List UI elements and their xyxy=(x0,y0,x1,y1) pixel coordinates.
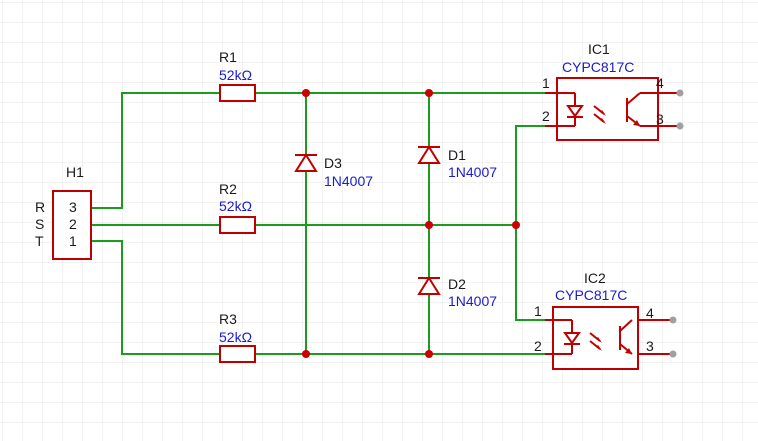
ic2-pin-1: 1 xyxy=(534,303,542,319)
ic1-pin-3: 3 xyxy=(656,111,664,127)
d3-part: 1N4007 xyxy=(324,173,373,189)
connector-side-label-s: S xyxy=(35,216,44,232)
r2-value: 52kΩ xyxy=(219,198,252,214)
ic1-part: CYPC817C xyxy=(562,59,634,75)
diode-d2[interactable] xyxy=(417,276,441,295)
ic1-pin-1: 1 xyxy=(542,75,550,91)
connector-h1-body[interactable] xyxy=(52,190,92,260)
junction-dot xyxy=(425,221,433,229)
ic2-ref: IC2 xyxy=(584,270,606,286)
r1-value: 52kΩ xyxy=(219,67,252,83)
wire-h1-pin3 xyxy=(91,92,220,209)
resistor-bodies xyxy=(219,84,256,363)
r3-value: 52kΩ xyxy=(219,329,252,345)
d1-ref: D1 xyxy=(448,147,466,163)
d2-ref: D2 xyxy=(448,276,466,292)
connector-side-label-t: T xyxy=(35,233,44,249)
ic2-pin-4: 4 xyxy=(646,305,654,321)
junction-dot xyxy=(302,350,310,358)
connector-ref: H1 xyxy=(66,164,84,180)
d2-part: 1N4007 xyxy=(448,293,497,309)
resistor-r1[interactable] xyxy=(219,84,256,102)
r3-ref: R3 xyxy=(219,311,237,327)
resistor-r3[interactable] xyxy=(219,345,256,363)
ic2-pad-3[interactable] xyxy=(669,350,677,358)
connector-pin-2: 2 xyxy=(69,216,77,232)
junction-dot xyxy=(425,89,433,97)
ic2-pad-4[interactable] xyxy=(669,316,677,324)
ic1-pin-2: 2 xyxy=(542,108,550,124)
ic2-pin-2: 2 xyxy=(534,338,542,354)
ic2-part: CYPC817C xyxy=(555,287,627,303)
ic1-ref: IC1 xyxy=(588,41,610,57)
diode-d3[interactable] xyxy=(294,153,318,172)
resistor-r2[interactable] xyxy=(219,216,256,234)
ic2-pin-3: 3 xyxy=(646,338,654,354)
junction-dot xyxy=(425,350,433,358)
ic1-pad-4[interactable] xyxy=(676,89,684,97)
ic1-pad-3[interactable] xyxy=(676,122,684,130)
d3-ref: D3 xyxy=(324,155,342,171)
connector-pin-3: 3 xyxy=(69,199,77,215)
junctions xyxy=(302,89,520,358)
optocoupler-ic1[interactable] xyxy=(545,77,684,141)
d1-part: 1N4007 xyxy=(448,164,497,180)
ic1-pin-4: 4 xyxy=(656,75,664,91)
connector-pin-1: 1 xyxy=(69,233,77,249)
r2-ref: R2 xyxy=(219,181,237,197)
junction-dot xyxy=(512,221,520,229)
wire-h1-pin1 xyxy=(91,240,220,355)
connector-side-label-r: R xyxy=(35,199,45,215)
optocoupler-ic2[interactable] xyxy=(545,306,677,370)
junction-dot xyxy=(302,89,310,97)
diode-d1[interactable] xyxy=(417,145,441,164)
r1-ref: R1 xyxy=(219,49,237,65)
